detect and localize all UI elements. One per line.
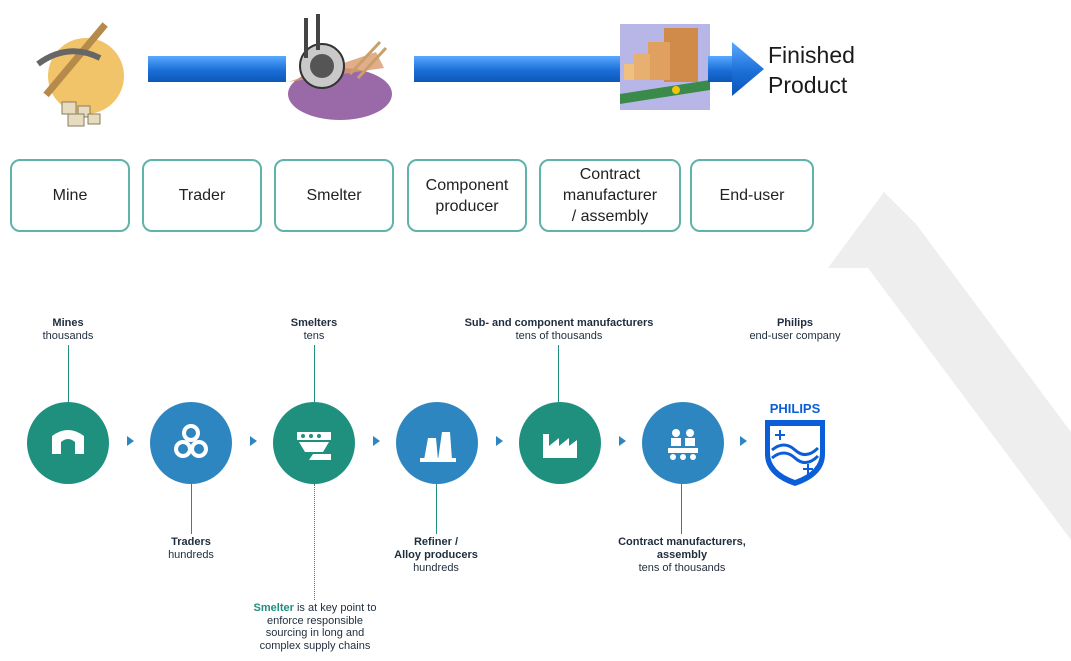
refinery-icon	[420, 432, 456, 462]
stage-box-component-producer: Component producer	[407, 159, 527, 232]
label-philips: Philips end-user company	[730, 317, 860, 343]
label-philips-title: Philips	[776, 317, 814, 329]
label-traders: Traders hundreds	[140, 536, 242, 562]
node-trader	[150, 402, 232, 484]
finished-product-label: Finished Product	[768, 40, 855, 100]
smelting-ladle-icon	[280, 12, 392, 124]
factory-icon	[543, 434, 577, 458]
label-contract-title-2: assembly	[656, 549, 708, 561]
connector-smelter-note	[314, 484, 315, 600]
assembly-workers-icon	[668, 429, 698, 460]
chevron-1	[127, 436, 134, 446]
philips-logo: PHILIPS	[760, 398, 830, 488]
stage-box-mine: Mine	[10, 159, 130, 232]
pickaxe-icon	[28, 6, 132, 130]
smelter-note-line-2: enforce responsible	[266, 614, 363, 627]
label-mines-sub: thousands	[42, 330, 94, 342]
label-refiner: Refiner / Alloy producers hundreds	[376, 536, 496, 575]
label-refiner-title-1: Refiner /	[413, 536, 458, 548]
connector-smelters	[314, 345, 315, 402]
stage-box-contract-manufacturer: Contract manufacturer / assembly	[539, 159, 681, 232]
chevron-5	[619, 436, 626, 446]
coins-icon	[174, 424, 208, 458]
node-mine	[27, 402, 109, 484]
label-contract-sub: tens of thousands	[638, 562, 726, 574]
finished-line-1: Finished	[768, 42, 855, 68]
label-mines-title: Mines	[52, 317, 84, 329]
node-smelter	[273, 402, 355, 484]
chevron-2	[250, 436, 257, 446]
label-smelters-sub: tens	[303, 330, 325, 342]
finished-line-2: Product	[768, 72, 848, 98]
label-refiner-title-2: Alloy producers	[394, 549, 478, 561]
connector-refiner	[436, 484, 437, 534]
node-refiner	[396, 402, 478, 484]
flow-arrowhead	[708, 40, 764, 98]
label-sub-component-sub: tens of thousands	[515, 330, 603, 342]
stage-box-smelter: Smelter	[274, 159, 394, 232]
philips-logo-text: PHILIPS	[770, 401, 821, 416]
mine-icon	[52, 430, 84, 454]
label-smelters-title: Smelters	[290, 317, 338, 329]
label-sub-component-title: Sub- and component manufacturers	[464, 317, 654, 329]
connector-traders	[191, 484, 192, 534]
stage-box-trader: Trader	[142, 159, 262, 232]
smelter-note-highlight: Smelter	[253, 602, 294, 614]
label-sub-component: Sub- and component manufacturers tens of…	[430, 317, 688, 343]
connector-contract	[681, 484, 682, 534]
label-philips-sub: end-user company	[749, 330, 841, 342]
label-smelters: Smelters tens	[264, 317, 364, 343]
label-contract: Contract manufacturers, assembly tens of…	[600, 536, 764, 575]
label-contract-title-1: Contract manufacturers,	[618, 536, 746, 548]
smelter-icon	[297, 432, 331, 460]
smelter-note: Smelter is at key point to enforce respo…	[230, 602, 400, 652]
smelter-note-line-3: sourcing in long and	[265, 627, 365, 639]
label-traders-sub: hundreds	[168, 549, 214, 561]
smelter-note-line-4: complex supply chains	[259, 639, 371, 652]
factory-conveyor-icon	[620, 24, 710, 110]
stage-box-end-user: End-user	[690, 159, 814, 232]
flow-arrow-1	[148, 56, 286, 82]
label-refiner-sub: hundreds	[413, 562, 459, 574]
chevron-6	[740, 436, 747, 446]
connector-mines	[68, 345, 69, 402]
flow-arrow-2	[414, 56, 628, 82]
connector-sub-component	[558, 345, 559, 402]
chevron-3	[373, 436, 380, 446]
node-contract-manufacturer	[642, 402, 724, 484]
chevron-4	[496, 436, 503, 446]
smelter-note-line-1: is at key point to	[293, 602, 377, 614]
label-traders-title: Traders	[171, 536, 211, 548]
label-mines: Mines thousands	[20, 317, 116, 343]
node-component-manufacturer	[519, 402, 601, 484]
